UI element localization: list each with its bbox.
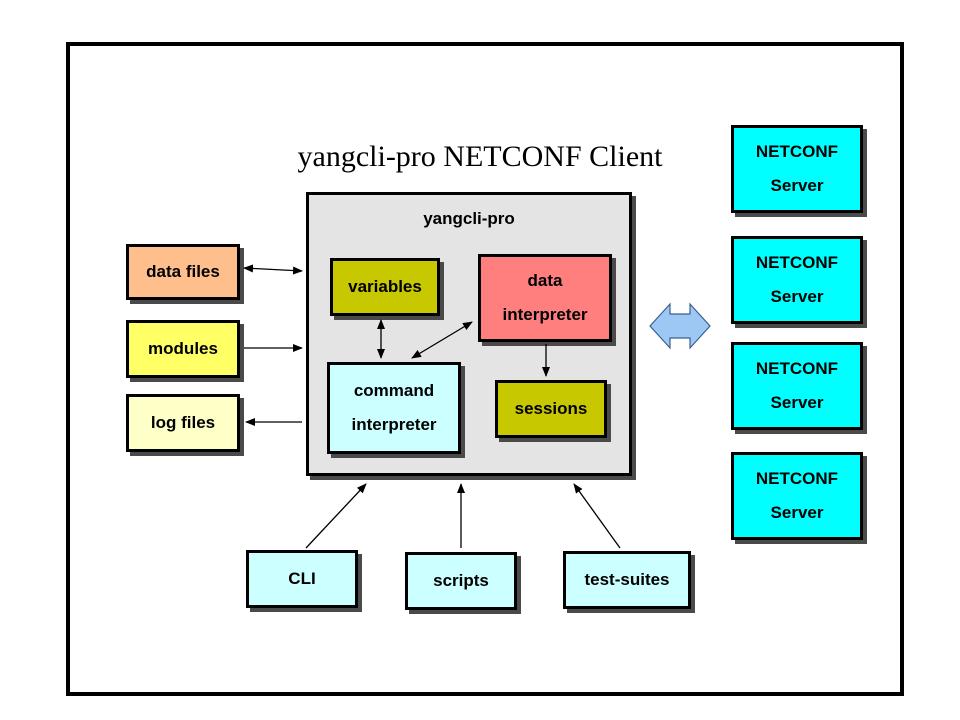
data-interpreter-label-line2: interpreter	[502, 305, 588, 324]
server-label-line2: Server	[770, 176, 824, 195]
sessions-label: sessions	[514, 399, 588, 418]
yangcli-pro-label: yangcli-pro	[423, 209, 515, 228]
modules-label: modules	[148, 339, 218, 358]
netconf-server-box: NETCONF Server	[731, 125, 863, 213]
command-interpreter-box: command interpreter	[327, 362, 461, 454]
server-label-line1: NETCONF	[755, 142, 839, 161]
server-label-line1: NETCONF	[755, 359, 839, 378]
test-suites-label: test-suites	[584, 570, 670, 589]
data-interpreter-box: data interpreter	[478, 254, 612, 342]
diagram-title: yangcli-pro NETCONF Client	[297, 140, 663, 173]
netconf-server-box: NETCONF Server	[731, 452, 863, 540]
server-label-line2: Server	[770, 393, 824, 412]
command-interpreter-label-line1: command	[353, 381, 435, 400]
test-suites-box: test-suites	[563, 551, 691, 609]
variables-box: variables	[330, 258, 440, 316]
data-interpreter-label-line1: data	[527, 271, 563, 290]
modules-box: modules	[126, 320, 240, 378]
variables-label: variables	[348, 277, 422, 296]
server-label-line1: NETCONF	[755, 253, 839, 272]
scripts-box: scripts	[405, 552, 517, 610]
server-label-line2: Server	[770, 503, 824, 522]
netconf-server-box: NETCONF Server	[731, 342, 863, 430]
log-files-label: log files	[150, 413, 216, 432]
data-files-box: data files	[126, 244, 240, 300]
sessions-box: sessions	[495, 380, 607, 438]
cli-label: CLI	[288, 569, 316, 588]
data-files-label: data files	[146, 262, 220, 281]
netconf-server-box: NETCONF Server	[731, 236, 863, 324]
cli-box: CLI	[246, 550, 358, 608]
command-interpreter-label-line2: interpreter	[351, 415, 437, 434]
scripts-label: scripts	[433, 571, 489, 590]
server-label-line1: NETCONF	[755, 469, 839, 488]
server-label-line2: Server	[770, 287, 824, 306]
log-files-box: log files	[126, 394, 240, 452]
